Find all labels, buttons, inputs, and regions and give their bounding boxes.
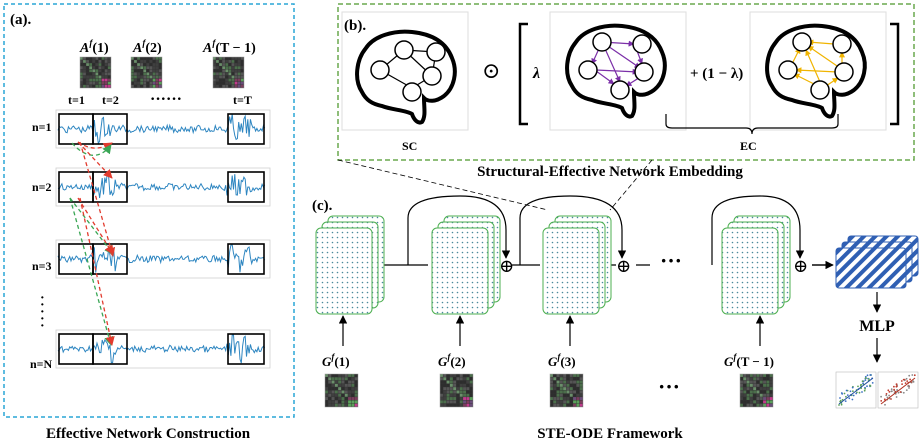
oplus-3: ⊕ xyxy=(793,256,808,276)
time-window-box xyxy=(227,171,265,203)
vertical-dots: ····· xyxy=(40,291,45,334)
svg-text:Gf(T − 1): Gf(T − 1) xyxy=(724,352,774,369)
graph-matrix-thumb xyxy=(439,373,474,408)
ellipsis-flow: ··· xyxy=(660,248,682,273)
time-window-box xyxy=(227,243,265,275)
adjacency-matrix-thumb xyxy=(79,56,112,89)
ode-block-stacks xyxy=(315,215,791,315)
panel-c-label: (c). xyxy=(312,198,333,214)
output-scatter-plots xyxy=(835,371,919,409)
panel-a-caption: Effective Network Construction xyxy=(46,426,251,442)
oplus-2: ⊕ xyxy=(616,256,631,276)
zoom-line-left xyxy=(337,159,549,211)
matrix-label-1: Af(1) xyxy=(79,38,109,56)
signal-row xyxy=(55,167,271,207)
time-label-t2: t=2 xyxy=(102,93,119,107)
ode-block-stack xyxy=(315,215,385,315)
bracket-left xyxy=(518,22,528,126)
ode-block-stack xyxy=(431,215,501,315)
row-label-n3: n=3 xyxy=(32,259,52,273)
oplus-1: ⊕ xyxy=(499,256,514,276)
input-label-2: Gf(2) xyxy=(438,352,466,369)
graph-matrix-thumb xyxy=(549,373,584,408)
row-label-n2: n=2 xyxy=(32,180,52,194)
ec-underbrace xyxy=(665,114,839,135)
panel-c-caption: STE-ODE Framework xyxy=(537,426,683,442)
scatter-plot-thumb xyxy=(877,371,919,409)
ec-brain-backward xyxy=(765,23,867,119)
time-window-box xyxy=(92,333,128,365)
ec-frame-1 xyxy=(549,11,687,131)
ode-block-stack xyxy=(542,215,612,315)
matrix-label-T-1: Af(T − 1) xyxy=(202,38,256,56)
input-arrows xyxy=(338,315,765,346)
ec-label: EC xyxy=(740,139,757,153)
skip-loop xyxy=(519,195,627,265)
input-label-T-1: Gf(T − 1) xyxy=(724,352,774,369)
skip-loop xyxy=(711,195,805,265)
sc-label: SC xyxy=(402,139,417,153)
mlp-label: MLP xyxy=(859,318,895,335)
signal-row xyxy=(55,109,271,149)
ode-block-stack xyxy=(721,215,791,315)
svg-text:Gf(3): Gf(3) xyxy=(548,352,576,369)
signal-rows xyxy=(55,109,271,369)
ec-brain-forward xyxy=(565,23,667,119)
green-arrow xyxy=(69,197,114,346)
output-stack xyxy=(835,235,919,289)
red-arrow xyxy=(79,141,116,257)
scatter-plot-thumb xyxy=(835,371,877,409)
panel-b-border xyxy=(337,3,915,161)
panel-b: (b). SC ⊙ λ xyxy=(337,3,915,180)
zoom-line-right xyxy=(609,159,653,211)
sc-frame xyxy=(341,11,469,131)
svg-text:Af(2): Af(2) xyxy=(132,38,162,56)
time-window-box xyxy=(227,333,265,365)
svg-text:Gf(1): Gf(1) xyxy=(322,352,350,369)
panel-a-border xyxy=(3,3,295,418)
sc-brain xyxy=(355,29,457,125)
panel-a-label: (a). xyxy=(10,12,31,28)
bracket-right xyxy=(890,22,900,126)
panel-b-label: (b). xyxy=(344,18,366,34)
time-dots: ······ xyxy=(150,91,182,108)
ellipsis-inputs: ··· xyxy=(658,374,680,399)
row-label-nN: n=N xyxy=(30,357,53,371)
ec-frame-2 xyxy=(749,11,887,131)
panel-a: (a). Af(1) Af(2) Af(T − 1) t=1 t=2 ·····… xyxy=(3,3,295,442)
red-arrow xyxy=(77,141,113,179)
svg-text:Af(1): Af(1) xyxy=(79,38,109,56)
time-window-box xyxy=(227,113,265,145)
svg-text:Af(T − 1): Af(T − 1) xyxy=(202,38,256,56)
input-label-1: Gf(1) xyxy=(322,352,350,369)
signal-row xyxy=(55,329,271,369)
lambda-symbol: λ xyxy=(532,65,540,82)
input-label-3: Gf(3) xyxy=(548,352,576,369)
graph-matrix-thumb xyxy=(324,373,359,408)
panel-c: (c). ⊕ ⊕ ⊕ ··· MLP xyxy=(312,195,919,442)
time-label-tT: t=T xyxy=(233,93,252,107)
skip-loop xyxy=(407,195,511,265)
panel-b-caption: Structural-Effective Network Embedding xyxy=(477,164,743,180)
hadamard-operator: ⊙ xyxy=(482,58,500,83)
svg-text:Gf(2): Gf(2) xyxy=(438,352,466,369)
causal-arrows xyxy=(69,141,116,346)
row-label-n1: n=1 xyxy=(32,120,52,134)
adjacency-matrix-thumb xyxy=(212,56,245,89)
adjacency-matrix-thumb xyxy=(130,56,163,89)
matrix-label-2: Af(2) xyxy=(132,38,162,56)
time-label-t1: t=1 xyxy=(68,93,85,107)
one-minus-lambda: + (1 − λ) xyxy=(690,66,743,82)
green-arrow xyxy=(71,142,112,156)
signal-row xyxy=(55,239,271,279)
graph-matrix-thumb xyxy=(739,373,774,408)
skip-connections xyxy=(407,195,805,265)
